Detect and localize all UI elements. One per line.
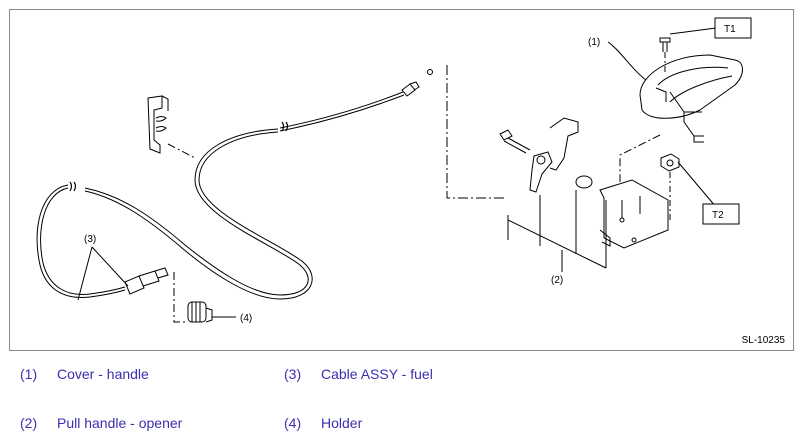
parts-legend: (1) Cover - handle (2) Pull handle - opene… xyxy=(0,351,803,440)
cable-clip xyxy=(147,95,196,159)
callout-3: (3) xyxy=(84,234,96,245)
diagram-reference-code: SL-10235 xyxy=(741,335,785,346)
pull-handle-opener xyxy=(499,117,669,272)
legend-label: Pull handle - opener xyxy=(57,415,183,431)
legend-label: Cover - handle xyxy=(57,366,149,382)
legend-item-2: (2) Pull handle - opener xyxy=(20,415,182,431)
parts-diagram: (1) (2) (3) (4) T1 T2 xyxy=(36,17,752,324)
callout-4: (4) xyxy=(240,313,252,324)
legend-number: (3) xyxy=(284,366,302,382)
legend-item-4: (4) Holder xyxy=(284,415,362,431)
torque-t2-label: T2 xyxy=(712,210,724,221)
callout-2: (2) xyxy=(551,275,563,286)
fuel-cable-assembly xyxy=(36,65,505,300)
legend-label: Cable ASSY - fuel xyxy=(321,366,433,382)
torque-t1-label: T1 xyxy=(724,24,736,35)
diagram-frame: (1) (2) (3) (4) T1 T2 SL-10235 xyxy=(9,9,794,351)
callout-1: (1) xyxy=(588,37,600,48)
legend-item-1: (1) Cover - handle xyxy=(20,366,149,382)
legend-number: (4) xyxy=(284,415,302,431)
legend-number: (2) xyxy=(20,415,38,431)
holder-part xyxy=(173,272,236,323)
torque-t2-box xyxy=(702,203,740,225)
cover-handle xyxy=(607,27,743,220)
torque-t1-box xyxy=(714,17,752,39)
legend-number: (1) xyxy=(20,366,38,382)
legend-label: Holder xyxy=(321,415,363,431)
legend-item-3: (3) Cable ASSY - fuel xyxy=(284,366,433,382)
